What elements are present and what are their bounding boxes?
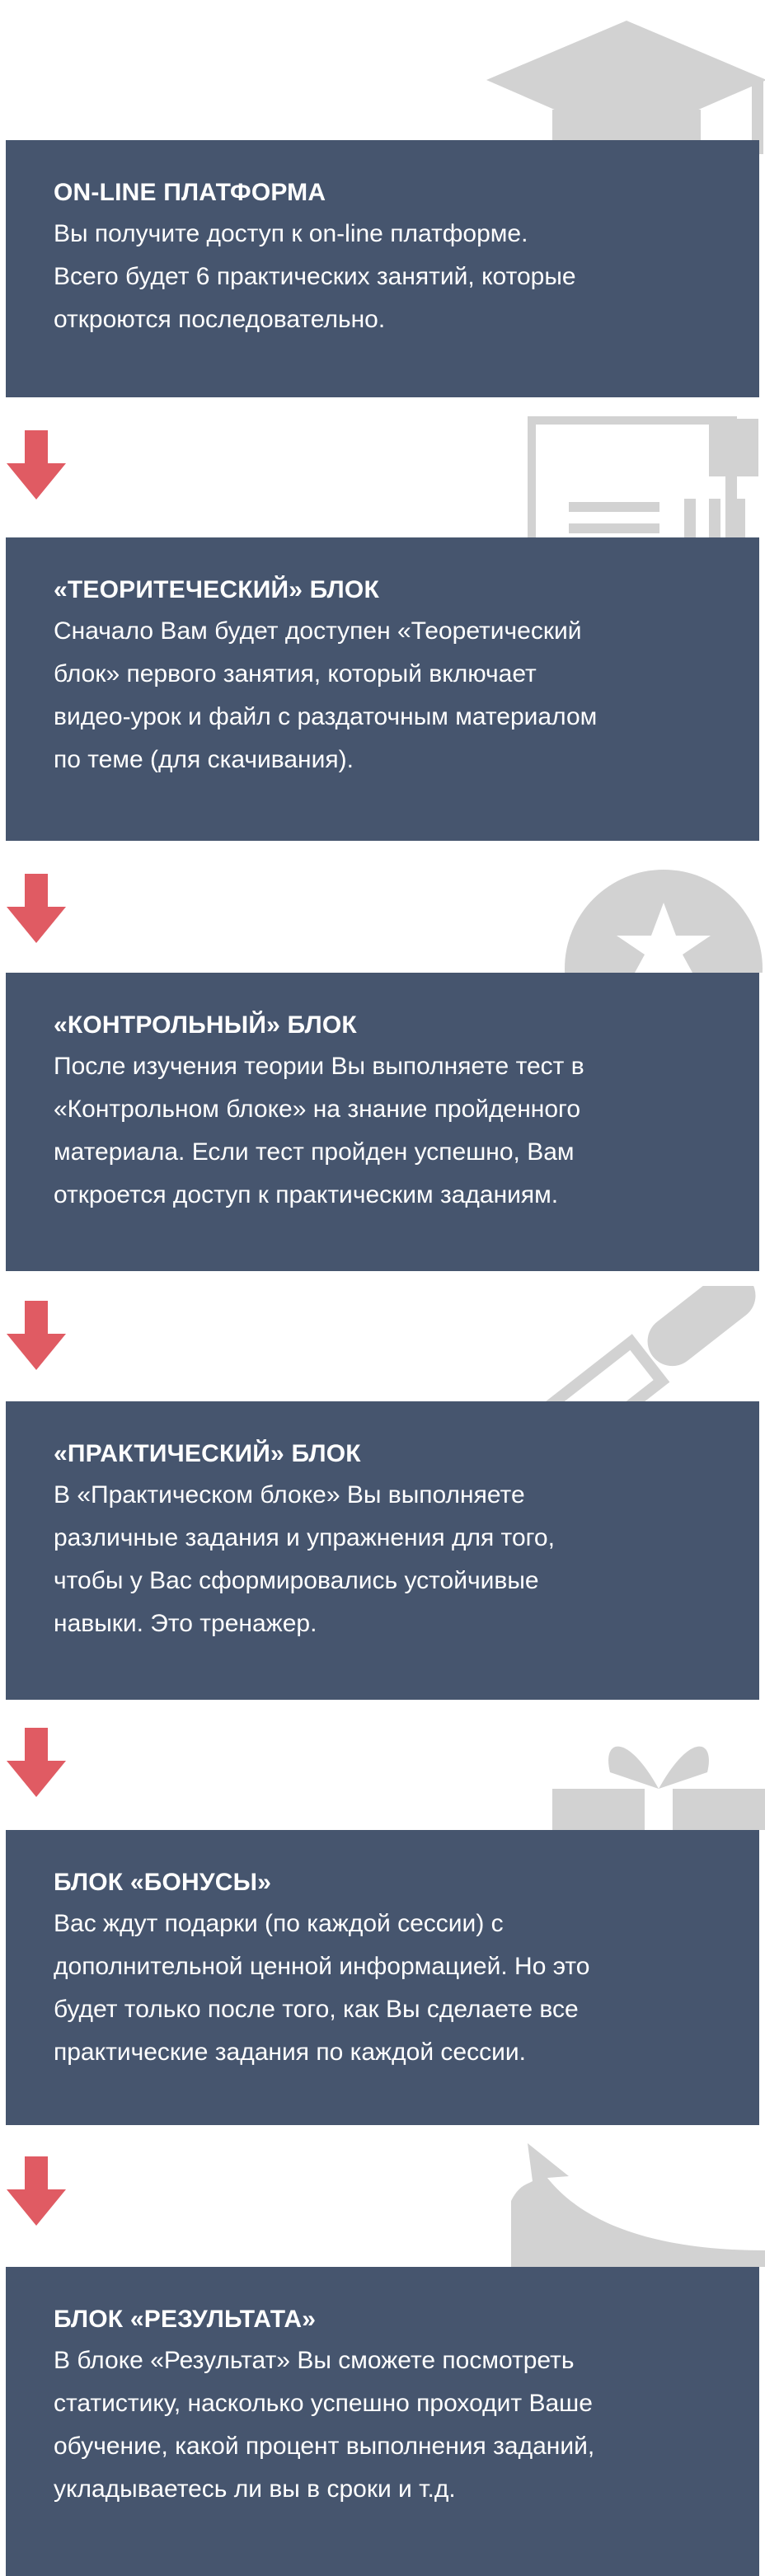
step-card-result: БЛОК «РЕЗУЛЬТАТА» В блоке «Результат» Вы…: [6, 2267, 759, 2576]
step-title: БЛОК «БОНУСЫ»: [54, 1869, 272, 1896]
step-title: «ПРАКТИЧЕСКИЙ» БЛОК: [54, 1440, 361, 1467]
step-card-theory: «ТЕОРИТЕЧЕСКИЙ» БЛОК Сначало Вам будет д…: [6, 537, 759, 841]
step-title: «КОНТРОЛЬНЫЙ» БЛОК: [54, 1011, 357, 1039]
step-card-platform: ON-LINE ПЛАТФОРМА Вы получите доступ к o…: [6, 140, 759, 397]
step-card-bonus: БЛОК «БОНУСЫ» Вас ждут подарки (по каждо…: [6, 1830, 759, 2125]
step-description: Вас ждут подарки (по каждой сессии) с до…: [54, 1910, 590, 2066]
graduation-cap-icon: [486, 21, 765, 157]
growth-arrow-icon: [511, 2143, 765, 2267]
step-description: Вы получите доступ к on-line платформе. …: [54, 220, 576, 333]
down-arrow-icon: [7, 1301, 66, 1370]
down-arrow-icon: [7, 430, 66, 500]
step-title: «ТЕОРИТЕЧЕСКИЙ» БЛОК: [54, 576, 379, 603]
down-arrow-icon: [7, 1728, 66, 1797]
step-description: После изучения теории Вы выполняете тест…: [54, 1053, 584, 1208]
gift-icon: [552, 1746, 765, 1830]
step-card-control: «КОНТРОЛЬНЫЙ» БЛОК После изучения теории…: [6, 973, 759, 1271]
step-card-practice: «ПРАКТИЧЕСКИЙ» БЛОК В «Практическом блок…: [6, 1401, 759, 1700]
badge-star-icon: [565, 870, 763, 973]
down-arrow-icon: [7, 2156, 66, 2226]
document-icon: [528, 416, 758, 540]
down-arrow-icon: [7, 874, 66, 943]
step-title: БЛОК «РЕЗУЛЬТАТА»: [54, 2306, 317, 2333]
step-title: ON-LINE ПЛАТФОРМА: [54, 179, 326, 206]
step-description: В «Практическом блоке» Вы выполняете раз…: [54, 1481, 555, 1637]
step-description: В блоке «Результат» Вы сможете посмотрет…: [54, 2347, 595, 2503]
ruler-pencil-icon: [525, 1286, 756, 1401]
step-description: Сначало Вам будет доступен «Теоретически…: [54, 617, 598, 773]
